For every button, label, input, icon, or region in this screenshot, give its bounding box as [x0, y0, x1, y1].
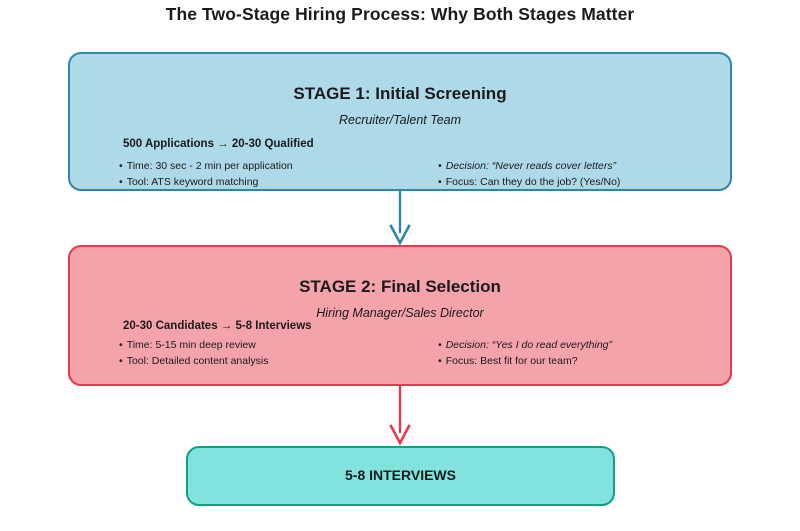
bullet-dot-icon: •: [119, 355, 123, 367]
stage-1-heading: STAGE 1: Initial Screening: [293, 84, 507, 103]
list-item: •Time: 5-15 min deep review: [119, 337, 269, 353]
list-item-label: Tool: Detailed content analysis: [126, 355, 269, 367]
bullet-dot-icon: •: [438, 160, 442, 172]
bullet-dot-icon: •: [438, 176, 442, 188]
list-item: •Tool: ATS keyword matching: [119, 174, 293, 190]
list-item: •Decision: “Never reads cover letters”: [438, 158, 620, 174]
stage-2-right-bullets: •Decision: “Yes I do read everything” •F…: [438, 337, 612, 369]
bullet-dot-icon: •: [119, 339, 123, 351]
bullet-dot-icon: •: [119, 176, 123, 188]
list-item-label: Time: 30 sec - 2 min per application: [126, 160, 293, 172]
list-item: •Time: 30 sec - 2 min per application: [119, 158, 293, 174]
list-item-label: Focus: Can they do the job? (Yes/No): [445, 176, 621, 188]
stage-2-flow-summary: 20-30 Candidates → 5-8 Interviews: [123, 320, 312, 332]
bullet-dot-icon: •: [119, 160, 123, 172]
list-item-label: Decision: “Yes I do read everything”: [445, 339, 613, 351]
list-item-label: Time: 5-15 min deep review: [126, 339, 256, 351]
outcome-label: 5-8 INTERVIEWS: [345, 467, 456, 483]
arrow-stage2-to-outcome-icon: [389, 385, 411, 446]
stage-1-flow-summary: 500 Applications → 20-30 Qualified: [123, 138, 314, 150]
list-item: •Focus: Can they do the job? (Yes/No): [438, 174, 620, 190]
list-item: •Focus: Best fit for our team?: [438, 353, 612, 369]
list-item-label: Focus: Best fit for our team?: [445, 355, 578, 367]
stage-1-right-bullets: •Decision: “Never reads cover letters” •…: [438, 158, 620, 190]
page-title: The Two-Stage Hiring Process: Why Both S…: [165, 4, 635, 24]
list-item-label: Tool: ATS keyword matching: [126, 176, 259, 188]
stage-2-left-bullets: •Time: 5-15 min deep review •Tool: Detai…: [119, 337, 269, 369]
stage-1-subheading: Recruiter/Talent Team: [338, 113, 462, 127]
arrow-stage1-to-stage2-icon: [389, 190, 411, 246]
stage-2-box: STAGE 2: Final Selection Hiring Manager/…: [68, 245, 732, 386]
list-item-label: Decision: “Never reads cover letters”: [445, 160, 617, 172]
stage-1-left-bullets: •Time: 30 sec - 2 min per application •T…: [119, 158, 293, 190]
outcome-box: 5-8 INTERVIEWS: [186, 446, 615, 506]
bullet-dot-icon: •: [438, 355, 442, 367]
list-item: •Tool: Detailed content analysis: [119, 353, 269, 369]
list-item: •Decision: “Yes I do read everything”: [438, 337, 612, 353]
stage-2-subheading: Hiring Manager/Sales Director: [316, 306, 484, 320]
stage-2-heading: STAGE 2: Final Selection: [299, 277, 501, 296]
stage-1-box: STAGE 1: Initial Screening Recruiter/Tal…: [68, 52, 732, 191]
bullet-dot-icon: •: [438, 339, 442, 351]
